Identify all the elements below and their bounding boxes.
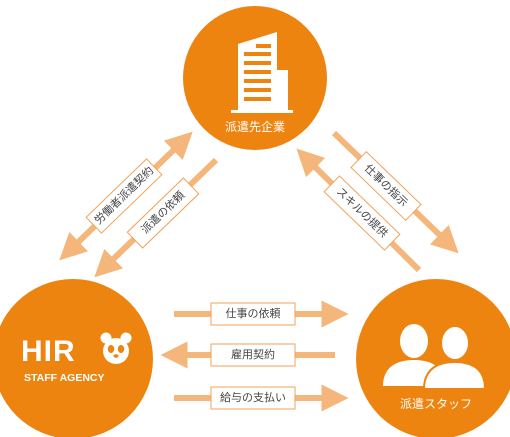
- node-top-label: 派遣先企業: [224, 120, 285, 134]
- building-icon: [231, 32, 293, 113]
- edge-label-bottom-2: 雇用契約: [231, 348, 275, 361]
- label-box-bottom-1: [210, 302, 296, 326]
- label-box-left-top-inner: [126, 177, 200, 249]
- node-left-circle: [0, 279, 153, 437]
- panda-icon: [100, 332, 132, 364]
- label-box-left-top-outer: [85, 158, 163, 234]
- label-box-bottom-3: [210, 386, 296, 410]
- logo-main-text: HIR: [21, 335, 76, 368]
- node-right-circle: [356, 279, 510, 437]
- label-box-bottom-2: [210, 343, 296, 367]
- label-box-right-top-inner: [323, 175, 401, 251]
- edge-label-bottom-1: 仕事の依頼: [225, 307, 281, 320]
- logo-sub-text: STAFF AGENCY: [24, 372, 105, 384]
- people-icon: [383, 324, 487, 390]
- edge-label-bottom-3: 給与の支払い: [220, 391, 286, 404]
- node-right-label: 派遣スタッフ: [399, 397, 472, 411]
- label-box-right-top-outer: [350, 150, 422, 222]
